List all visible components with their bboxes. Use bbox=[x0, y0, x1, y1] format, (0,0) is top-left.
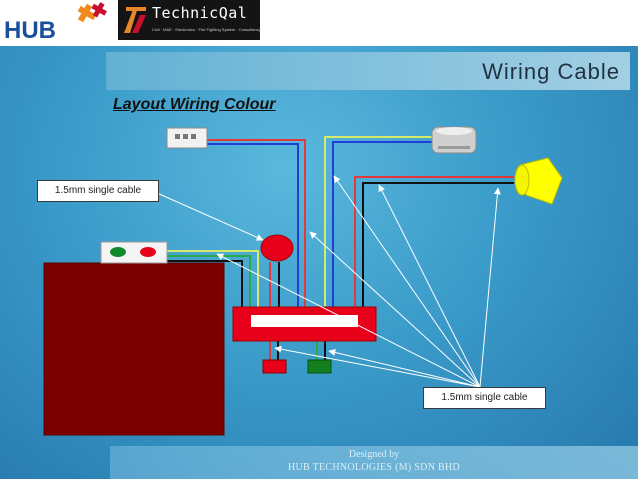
output-block-red bbox=[262, 359, 287, 374]
break-glass-icon bbox=[100, 241, 168, 264]
hub-logo-icon: HUB bbox=[0, 0, 116, 46]
hub-logo-text: HUB bbox=[4, 17, 56, 44]
wire-heat-yellow bbox=[324, 136, 432, 307]
wire-heat-blue bbox=[332, 141, 432, 307]
footer-designed-by: Designed by bbox=[348, 449, 400, 460]
strobe-light-icon bbox=[514, 157, 563, 205]
technicqal-name: TechnicQal bbox=[152, 4, 248, 22]
wire-smoke-blue bbox=[206, 143, 299, 307]
wire-smoke-red bbox=[206, 139, 306, 307]
output-block-green bbox=[307, 359, 332, 374]
callout-cable-right: 1.5mm single cable bbox=[423, 387, 546, 409]
technicqal-tagline: Civil · M&E · Electronics · Fire Fightin… bbox=[152, 27, 261, 32]
arrow-left-callout bbox=[156, 192, 264, 241]
arrow-group-right-callout bbox=[216, 175, 501, 388]
footer-credit: Designed by HUB TECHNOLOGIES (M) SDN BHD bbox=[110, 446, 638, 479]
wire-mcp-yellow bbox=[165, 250, 259, 307]
smoke-detector-icon bbox=[166, 127, 208, 149]
wire-strobe-black bbox=[362, 182, 514, 307]
fire-bell-icon bbox=[260, 234, 294, 262]
terminal-strip bbox=[251, 315, 358, 327]
technicqal-mark-icon bbox=[124, 7, 146, 33]
footer-company: HUB TECHNOLOGIES (M) SDN BHD bbox=[287, 462, 461, 473]
hub-logo: HUB bbox=[0, 0, 116, 46]
wire-mcp-black bbox=[165, 260, 243, 307]
heat-detector-icon bbox=[431, 126, 477, 154]
wire-mcp-green bbox=[165, 255, 251, 307]
title-band: Wiring Cable bbox=[106, 52, 630, 90]
callout-cable-left: 1.5mm single cable bbox=[37, 180, 159, 202]
slide-title: Wiring Cable bbox=[482, 59, 620, 84]
control-panel bbox=[43, 262, 225, 436]
wire-strobe-red bbox=[354, 176, 514, 307]
diagram-subtitle: Layout Wiring Colour bbox=[113, 96, 276, 113]
technicqal-logo: TechnicQal Civil · M&E · Electronics · F… bbox=[118, 0, 261, 40]
